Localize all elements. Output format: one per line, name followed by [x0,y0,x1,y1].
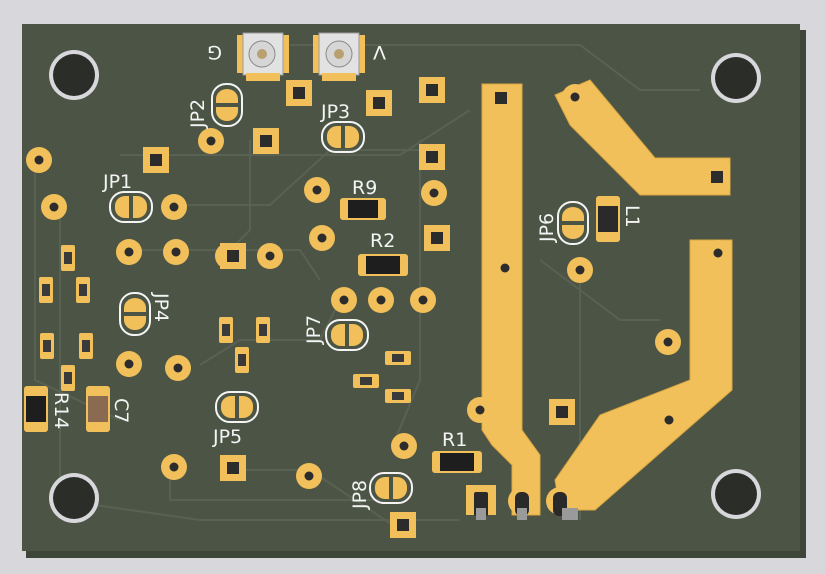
pad-via [43,340,51,352]
inductor-l1 [596,196,620,242]
drill-hole [124,247,134,257]
jumper-jp3 [321,121,365,153]
smd-pads [39,245,411,403]
jumper-jp5 [215,391,259,423]
pad-via [64,252,72,264]
drill-hole [500,263,510,273]
pad-via [82,340,90,352]
jp4-label: JP4 [150,292,172,322]
square-pads [143,77,730,538]
c7-label: C7 [110,398,132,423]
drill-hole [339,295,349,305]
resistor-r2 [358,254,408,276]
jp8-label: JP8 [349,480,371,510]
jumper-jp8 [369,472,413,504]
drill-hole [663,337,673,347]
connector-g [237,32,289,81]
drill-hole [260,135,272,147]
drill-hole [429,188,439,198]
round-pads [26,84,731,489]
drill-hole [713,248,723,258]
l1-label: L1 [621,205,643,228]
resistor-r1 [432,451,482,473]
drill-hole [495,92,507,104]
drill-hole [317,233,327,243]
r1-label: R1 [442,429,467,451]
jp7-label: JP7 [303,315,325,345]
drill-hole [173,363,183,373]
drill-hole [711,171,723,183]
r9-label: R9 [352,177,377,199]
pad-via [392,392,404,400]
pad-via [42,284,50,296]
r2-label: R2 [370,230,395,252]
pad-via [392,354,404,362]
connector-v [313,32,365,81]
pad-via [259,324,267,336]
jumper-jp1 [109,191,153,223]
jp1-label: JP1 [102,171,132,193]
drill-hole [397,519,409,531]
connector-v-label: V [373,41,386,63]
pad-via [222,324,230,336]
drill-hole [34,155,44,165]
drill-hole [664,415,674,425]
drill-hole [431,232,443,244]
drill-hole [570,92,580,102]
connector-g-label: G [207,41,222,63]
drill-hole [171,247,181,257]
jumper-jp4 [119,292,151,336]
drill-hole [293,87,305,99]
resistor-r9 [340,198,386,220]
jp5-label: JP5 [212,426,242,448]
drill-hole [49,202,59,212]
drill-hole [124,359,134,369]
pad-via [360,377,372,385]
jp2-label: JP2 [187,99,209,129]
resistor-r14 [24,386,48,432]
drill-hole [169,462,179,472]
drill-hole [265,251,275,261]
drill-hole [556,406,568,418]
transistor-package [466,485,578,520]
board [22,24,800,551]
r14-label: R14 [50,392,72,429]
drill-hole [169,202,179,212]
drill-hole [475,405,485,415]
drill-hole [399,441,409,451]
drill-hole [373,97,385,109]
pad-via [79,284,87,296]
drill-hole [426,151,438,163]
drill-hole [150,154,162,166]
jp6-label: JP6 [536,213,558,243]
drill-hole [227,462,239,474]
drill-hole [304,471,314,481]
drill-hole [426,84,438,96]
drill-hole [227,250,239,262]
jumper-jp2 [211,83,243,127]
drill-hole [206,136,216,146]
drill-hole [376,295,386,305]
drill-hole [575,265,585,275]
pad-via [64,372,72,384]
jp3-label: JP3 [320,101,350,123]
jumper-jp7 [325,319,369,351]
capacitor-c7 [86,386,110,432]
drill-hole [418,295,428,305]
mounting-holes [49,50,761,523]
pad-via [238,354,246,366]
drill-hole [312,185,322,195]
jumper-jp6 [557,201,589,245]
